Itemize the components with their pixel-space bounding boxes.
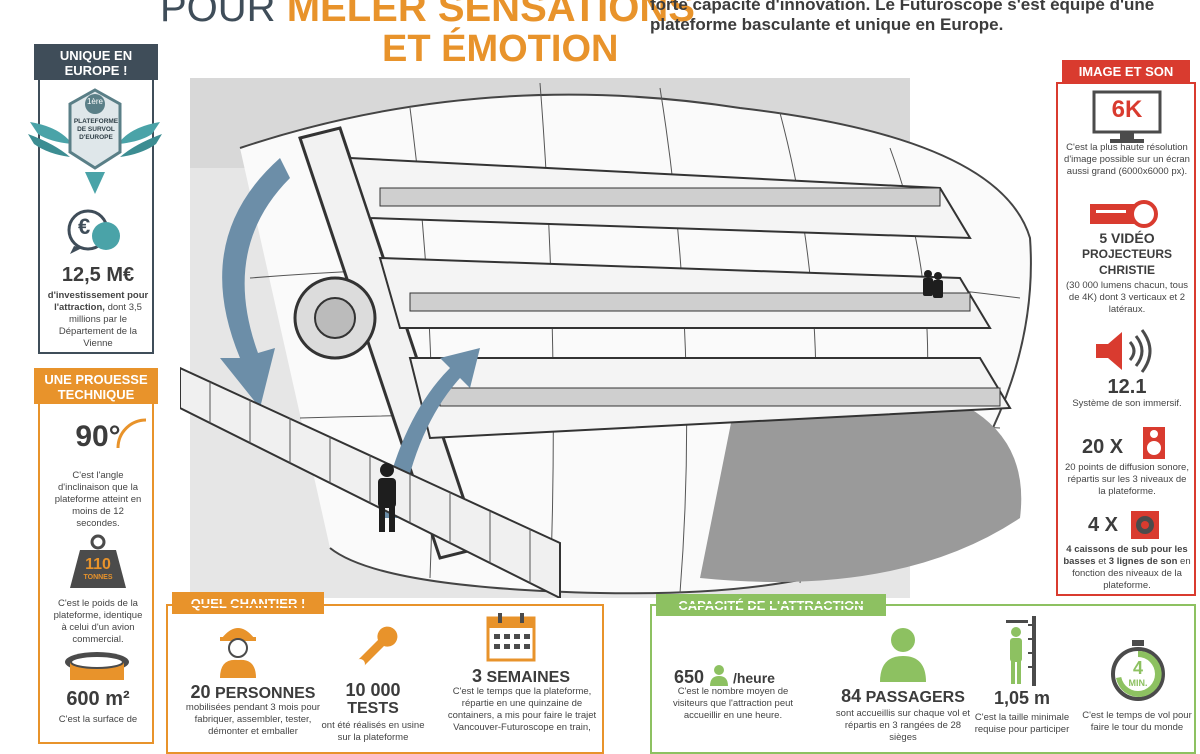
stopwatch-icon — [1111, 640, 1165, 701]
passengers-num: 84 — [841, 686, 862, 706]
weeks-num: 3 — [471, 666, 482, 686]
weeks-word: SEMAINES — [486, 669, 571, 686]
time-value: 4 — [1132, 658, 1143, 678]
weight-icon — [70, 534, 126, 588]
area-desc: C'est la surface de — [58, 714, 138, 725]
speaker-box-icon — [1143, 427, 1165, 459]
sound-value: 12.1 — [1107, 376, 1147, 398]
angle-arc-icon — [116, 418, 147, 449]
visitors-stat: 650 /heure — [674, 664, 775, 688]
tests-desc: ont été réalisés en usine sur la platefo… — [321, 720, 425, 743]
time-unit: MIN. — [1128, 678, 1148, 688]
panel-unique-europe: 1ère PLATEFORME DE SURVOL D'EUROPE € 12,… — [28, 80, 162, 354]
weight-desc: C'est le poids de la plateforme, identiq… — [53, 598, 143, 645]
angle-value: 90° — [75, 420, 121, 453]
weight-unit: TONNES — [83, 574, 113, 581]
badge-text: PLATEFORME DE SURVOL D'EUROPE — [73, 118, 119, 141]
height-value: 1,05 m — [993, 688, 1051, 708]
subs-desc: 4 caissons de sub pour les basses et 3 l… — [1062, 544, 1192, 592]
passengers-word: PASSAGERS — [865, 689, 965, 706]
angle-desc: C'est l'angle d'inclinaison que la plate… — [54, 470, 142, 529]
visitors-num: 650 — [674, 667, 705, 687]
passenger-icon — [880, 628, 926, 682]
weeks-stat: 3 SEMAINES — [438, 666, 604, 687]
people-stat: 20 PERSONNES — [178, 682, 328, 703]
visitors-desc: C'est le nombre moyen de visiteurs que l… — [672, 686, 794, 721]
projectors-line3: CHRISTIE — [1098, 263, 1155, 277]
headline-prefix: POUR — [160, 0, 276, 30]
panel-image-son: 6K C'est la plus haute résolution d'imag… — [1056, 82, 1196, 596]
visitors-unit: /heure — [732, 670, 775, 686]
weeks-desc: C'est le temps que la plateforme, répart… — [447, 686, 597, 733]
euro-symbol: € — [78, 214, 91, 239]
euro-chat-icon — [67, 209, 120, 254]
intro-text: forte capacité d'innovation. Le Futurosc… — [650, 0, 1154, 35]
platform-area-icon — [65, 652, 129, 680]
subs-rest: en fonction des niveaux de la plateforme… — [1072, 556, 1191, 591]
projector-icon — [1090, 200, 1158, 228]
loudspeaker-icon — [1096, 329, 1152, 373]
platform-illustration — [180, 78, 1032, 598]
headline-line2: ET ÉMOTION — [382, 28, 619, 70]
tag-chantier: QUEL CHANTIER ! — [172, 592, 324, 614]
area-value: 600 m² — [66, 688, 130, 710]
speakers-desc: 20 points de diffusion sonore, répartis … — [1065, 462, 1189, 497]
subs-bold2: 3 lignes de son — [1108, 556, 1178, 567]
worker-icon — [220, 628, 256, 678]
headline-accent: MÊLER SENSATIONS — [286, 0, 695, 30]
tests-word: TESTS — [347, 700, 399, 717]
subs-mid: et — [1095, 556, 1109, 567]
panel-prouesse: 90° C'est l'angle d'inclinaison que la p… — [38, 404, 154, 744]
speakers-value: 20 X — [1082, 436, 1124, 458]
panel-capacite: 650 /heure C'est le nombre moyen de visi… — [650, 604, 1196, 754]
tag-unique-europe: UNIQUE EN EUROPE ! — [34, 44, 158, 80]
projectors-desc: (30 000 lumens chacun, tous de 4K) dont … — [1066, 280, 1188, 315]
investment-desc-bold: d'investissement pour l'attraction, — [47, 290, 149, 313]
sound-desc: Système de son immersif. — [1072, 398, 1182, 409]
tests-num: 10 000 — [345, 680, 401, 700]
subs-bold1: 4 caissons de sub pour les basses — [1063, 544, 1188, 567]
monitor-icon — [1092, 90, 1162, 143]
subwoofer-icon — [1131, 511, 1159, 539]
investment-desc: d'investissement pour l'attraction, dont… — [46, 290, 150, 350]
person-icon — [709, 665, 728, 686]
people-word: PERSONNES — [215, 685, 316, 702]
tag-prouesse: UNE PROUESSE TECHNIQUE — [34, 368, 158, 404]
badge-rank: 1ère — [86, 97, 103, 106]
resolution-value: 6K — [1111, 96, 1143, 123]
projectors-line1: 5 VIDÉO — [1099, 230, 1155, 246]
winged-badge-icon — [28, 88, 162, 194]
weight-value: 110 — [85, 556, 111, 573]
calendar-icon — [486, 613, 536, 662]
intro-line2: plateforme basculante et unique en Europ… — [650, 15, 1004, 34]
tag-image-son: IMAGE ET SON — [1062, 60, 1190, 82]
intro-line1: forte capacité d'innovation. Le Futurosc… — [650, 0, 1155, 14]
wrench-icon — [355, 626, 398, 669]
subs-value: 4 X — [1088, 514, 1119, 536]
panel-chantier: 20 PERSONNES mobilisées pendant 3 mois p… — [166, 604, 604, 754]
passengers-stat: 84 PASSAGERS — [818, 686, 988, 707]
time-desc: C'est le temps de vol pour faire le tour… — [1082, 710, 1192, 733]
projectors-line2: PROJECTEURS — [1081, 247, 1173, 261]
resolution-desc: C'est la plus haute résolution d'image p… — [1064, 142, 1190, 177]
headline-line1: POUR MÊLER SENSATIONS — [160, 0, 695, 28]
investment-amount: 12,5 M€ — [61, 264, 135, 286]
people-num: 20 — [190, 682, 211, 702]
investment-desc-rest: dont 3,5 millions par le Département de … — [58, 302, 142, 349]
people-desc: mobilisées pendant 3 mois pour fabriquer… — [185, 702, 321, 737]
passengers-desc: sont accueillis sur chaque vol et répart… — [835, 708, 971, 743]
height-gauge-icon — [1006, 616, 1036, 686]
height-desc: C'est la taille minimale requise pour pa… — [974, 712, 1070, 735]
